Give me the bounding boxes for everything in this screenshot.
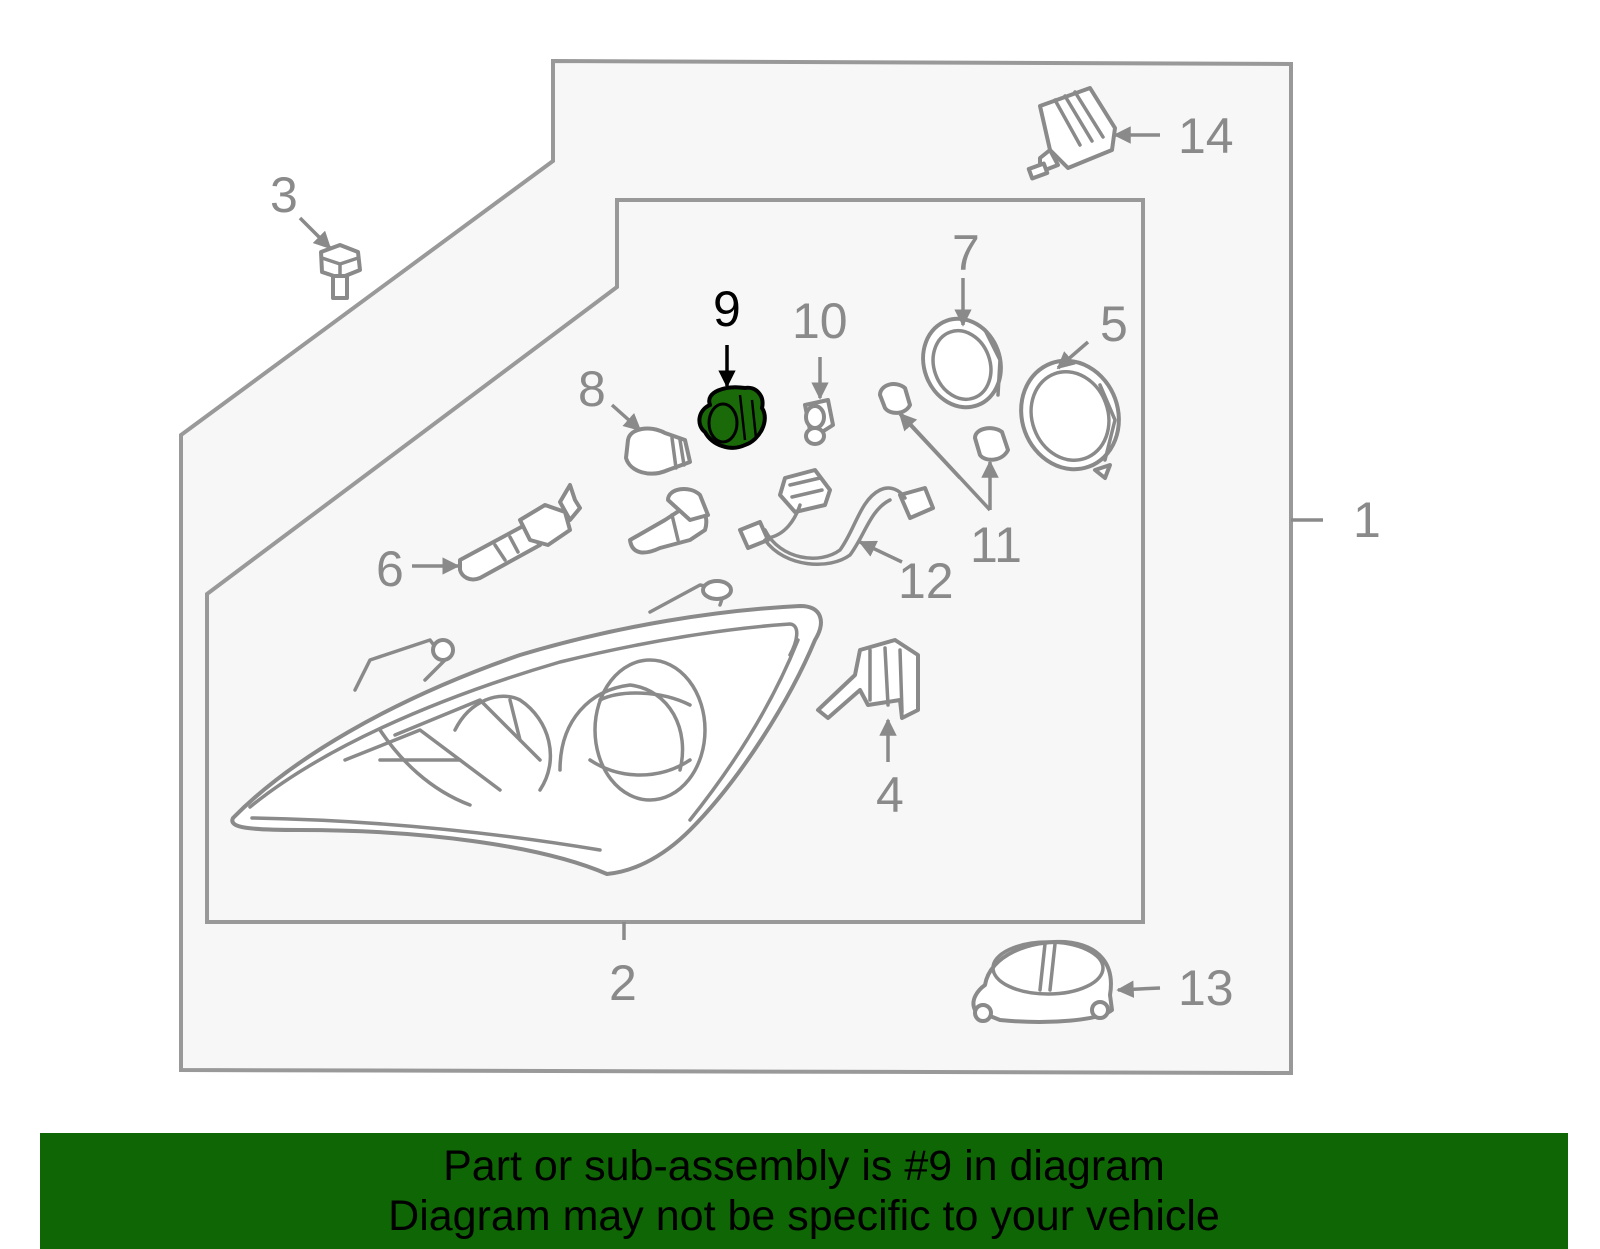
cap-part-11a	[878, 382, 912, 415]
callout-8: 8	[578, 361, 606, 417]
retainer-ring-part-5	[1019, 358, 1121, 480]
callout-12: 12	[898, 553, 954, 609]
callout-5: 5	[1100, 296, 1128, 352]
headlamp-housing	[230, 579, 823, 876]
module-part-14	[1026, 86, 1117, 181]
bulb-part-6	[458, 483, 582, 582]
callout-2: 2	[609, 955, 637, 1011]
callout-9: 9	[713, 281, 741, 337]
bulb-base	[628, 487, 710, 555]
leader-12	[858, 540, 903, 564]
callout-1: 1	[1353, 492, 1381, 548]
cap-part-11b	[973, 426, 1010, 462]
retainer-ring-part-7	[921, 316, 1003, 410]
leader-13	[1116, 980, 1161, 998]
callout-10: 10	[792, 293, 848, 349]
cover-part-13	[971, 939, 1114, 1024]
socket-part-10	[803, 398, 835, 446]
bolt-part-3	[319, 243, 362, 300]
bulb-part-8	[624, 426, 692, 476]
banner-line-2: Diagram may not be specific to your vehi…	[388, 1192, 1220, 1240]
callout-4: 4	[876, 767, 904, 823]
callout-6: 6	[376, 541, 404, 597]
callout-11: 11	[970, 517, 1022, 573]
leader-11-arrow-a	[898, 412, 962, 480]
callout-7: 7	[952, 225, 980, 281]
socket-part-9	[697, 385, 767, 450]
harness-part-12	[738, 468, 935, 566]
info-banner: Part or sub-assembly is #9 in diagram Di…	[40, 1133, 1568, 1249]
cover-part-4	[816, 638, 920, 720]
leader-5	[1056, 340, 1090, 370]
callout-3: 3	[270, 167, 298, 223]
banner-line-1: Part or sub-assembly is #9 in diagram	[443, 1142, 1165, 1190]
callout-14: 14	[1178, 108, 1234, 164]
callout-13: 13	[1178, 960, 1234, 1016]
leader-3	[298, 216, 332, 250]
leader-8	[610, 403, 642, 432]
